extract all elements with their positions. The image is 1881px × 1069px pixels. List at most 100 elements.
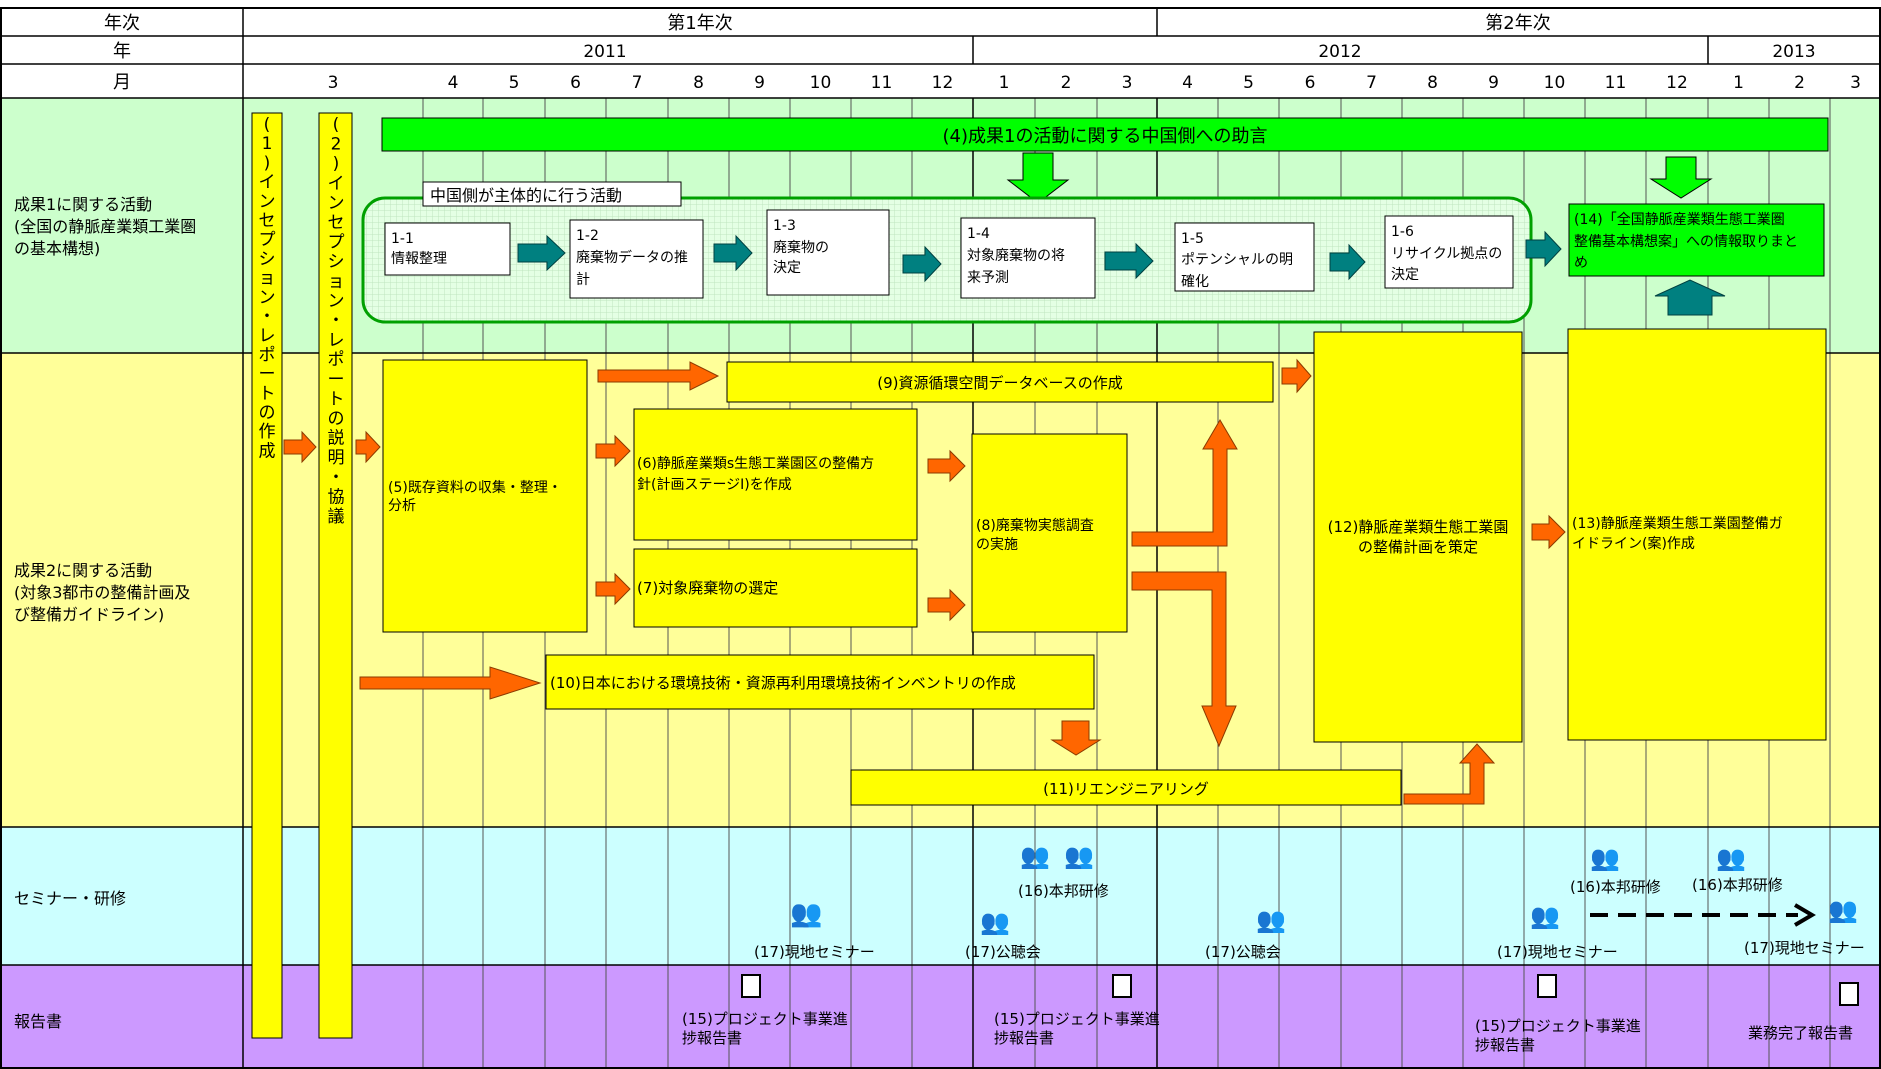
document-icon (1840, 983, 1858, 1005)
month-tick-label: 10 (1544, 73, 1566, 93)
hearing-2-label: (17)公聴会 (1205, 943, 1281, 961)
inception-label-char: の (259, 403, 276, 423)
month-tick-label: 5 (509, 73, 520, 93)
seminar-people-icon: 👥 (1256, 906, 1286, 934)
local-seminar-1-label: (17)現地セミナー (754, 943, 875, 961)
month-tick-label: 7 (632, 73, 643, 93)
inception-label-char: ポ (259, 345, 276, 365)
month-tick-label: 3 (1122, 73, 1133, 93)
month-tick-label: 3 (328, 73, 339, 93)
month-tick-label: 11 (871, 73, 893, 93)
activity-9-bar: (9)資源循環空間データベースの作成 (727, 362, 1273, 402)
row-label-report: 報告書 (14, 1012, 62, 1031)
inception-label-char: の (328, 409, 345, 429)
month-tick-label: 8 (693, 73, 704, 93)
month-tick-label: 6 (1305, 73, 1316, 93)
document-icon (1538, 975, 1556, 997)
activity-12-box: (12)静脈産業類生態工業園の整備計画を策定 (1314, 332, 1522, 742)
inception-label-char: 成 (259, 441, 276, 461)
inception-label-char: シ (328, 252, 345, 272)
activity-6-box: (6)静脈産業類s生態工業園区の整備方針(計画ステージⅠ)を作成 (634, 409, 917, 540)
inception-label-char: ー (328, 370, 345, 390)
activity-10-bar: (10)日本における環境技術・資源再利用環境技術インベントリの作成 (546, 655, 1094, 709)
inception-label-char: 協 (328, 487, 345, 507)
inception-label-char: ( (333, 115, 340, 135)
inception-report-bar: (1)インセプション・レポートの作成 (252, 113, 282, 1038)
document-icon (742, 975, 760, 997)
training-1-label: (16)本邦研修 (1018, 882, 1109, 900)
inception-label-char: ト (328, 389, 345, 409)
training-3-label: (16)本邦研修 (1692, 876, 1783, 894)
inception-label-char: シ (259, 249, 276, 269)
month-tick-label: 7 (1366, 73, 1377, 93)
inception-label-char: ・ (259, 307, 276, 327)
step-1-1-box: 1-1情報整理 (385, 223, 510, 275)
svg-text:(4)成果1の活動に関する中国側への助言: (4)成果1の活動に関する中国側への助言 (943, 126, 1268, 147)
activity-14-box: (14)「全国静脈産業類生態工業圏整備基本構想案」への情報取りまとめ (1569, 204, 1824, 276)
activity-5-box: (5)既存資料の収集・整理・分析 (383, 360, 587, 632)
month-tick-label: 1 (1733, 73, 1744, 93)
seminar-people-icon: 👥 (1530, 902, 1560, 930)
inception-label-char: プ (259, 230, 276, 250)
inception-label-char: レ (259, 326, 276, 346)
inception-label-char: ・ (328, 311, 345, 331)
inception-label-char: 説 (328, 429, 345, 449)
activity-4-bar: (4)成果1の活動に関する中国側への助言 (382, 118, 1828, 151)
inception-explanation-label: (2)インセプション・レポートの説明・協議 (328, 115, 345, 527)
seminar-people-icon: 👥 (980, 908, 1010, 936)
step-1-6-box: 1-6リサイクル拠点の決定 (1385, 216, 1513, 288)
month-tick-label: 5 (1243, 73, 1254, 93)
year-2011-label: 2011 (583, 42, 626, 62)
document-icon (1113, 975, 1131, 997)
svg-text:(9)資源循環空間データベースの作成: (9)資源循環空間データベースの作成 (877, 374, 1123, 392)
activity-13-box: (13)静脈産業類生態工業園整備ガイドライン(案)作成 (1568, 329, 1826, 740)
inception-label-char: ) (333, 154, 340, 174)
inception-label-char: セ (259, 211, 276, 231)
seminar-people-icon: 👥 (1020, 842, 1050, 870)
month-label: 月 (113, 72, 131, 93)
inception-label-char: ン (328, 193, 345, 213)
training-2-label: (16)本邦研修 (1570, 878, 1661, 896)
inception-label-char: イ (328, 174, 345, 194)
inception-label-char: レ (328, 331, 345, 351)
month-tick-label: 1 (999, 73, 1010, 93)
activity-8-box: (8)廃棄物実態調査の実施 (972, 434, 1127, 632)
month-tick-label: 9 (754, 73, 765, 93)
activity-7-box: (7)対象廃棄物の選定 (634, 549, 917, 627)
year-2012-label: 2012 (1318, 42, 1361, 62)
month-tick-label: 6 (570, 73, 581, 93)
month-tick-label: 4 (1182, 73, 1193, 93)
inception-label-char: 作 (259, 422, 276, 442)
month-tick-label: 8 (1427, 73, 1438, 93)
inception-label-char: ・ (328, 468, 345, 488)
inception-label-char: ( (264, 115, 271, 135)
row-label-seminar: セミナー・研修 (14, 889, 126, 908)
inception-label-char: ン (259, 288, 276, 308)
inception-label-char: ト (259, 384, 276, 404)
seminar-people-icon: 👥 (1716, 844, 1746, 872)
year-phase-label: 年次 (104, 13, 140, 34)
month-tick-label: 12 (932, 73, 954, 93)
month-tick-label: 2 (1061, 73, 1072, 93)
svg-text:(10)日本における環境技術・資源再利用環境技術インベントリ: (10)日本における環境技術・資源再利用環境技術インベントリの作成 (550, 674, 1016, 692)
year-label: 年 (113, 41, 131, 62)
hearing-1-label: (17)公聴会 (965, 943, 1041, 961)
inception-label-char: ョ (328, 272, 345, 292)
month-tick-label: 4 (448, 73, 459, 93)
inception-label-char: ョ (259, 269, 276, 289)
inception-label-char: 1 (262, 134, 273, 154)
month-tick-label: 2 (1794, 73, 1805, 93)
inception-label-char: ン (328, 291, 345, 311)
svg-text:(7)対象廃棄物の選定: (7)対象廃棄物の選定 (637, 579, 778, 597)
year-2013-label: 2013 (1772, 42, 1815, 62)
inception-label-char: 明 (328, 448, 345, 468)
china-activities-label: 中国側が主体的に行う活動 (430, 186, 622, 205)
month-tick-label: 9 (1488, 73, 1499, 93)
report-4-label: 業務完了報告書 (1748, 1024, 1853, 1042)
activity-11-bar: (11)リエンジニアリング (851, 770, 1401, 805)
inception-label-char: イ (259, 173, 276, 193)
